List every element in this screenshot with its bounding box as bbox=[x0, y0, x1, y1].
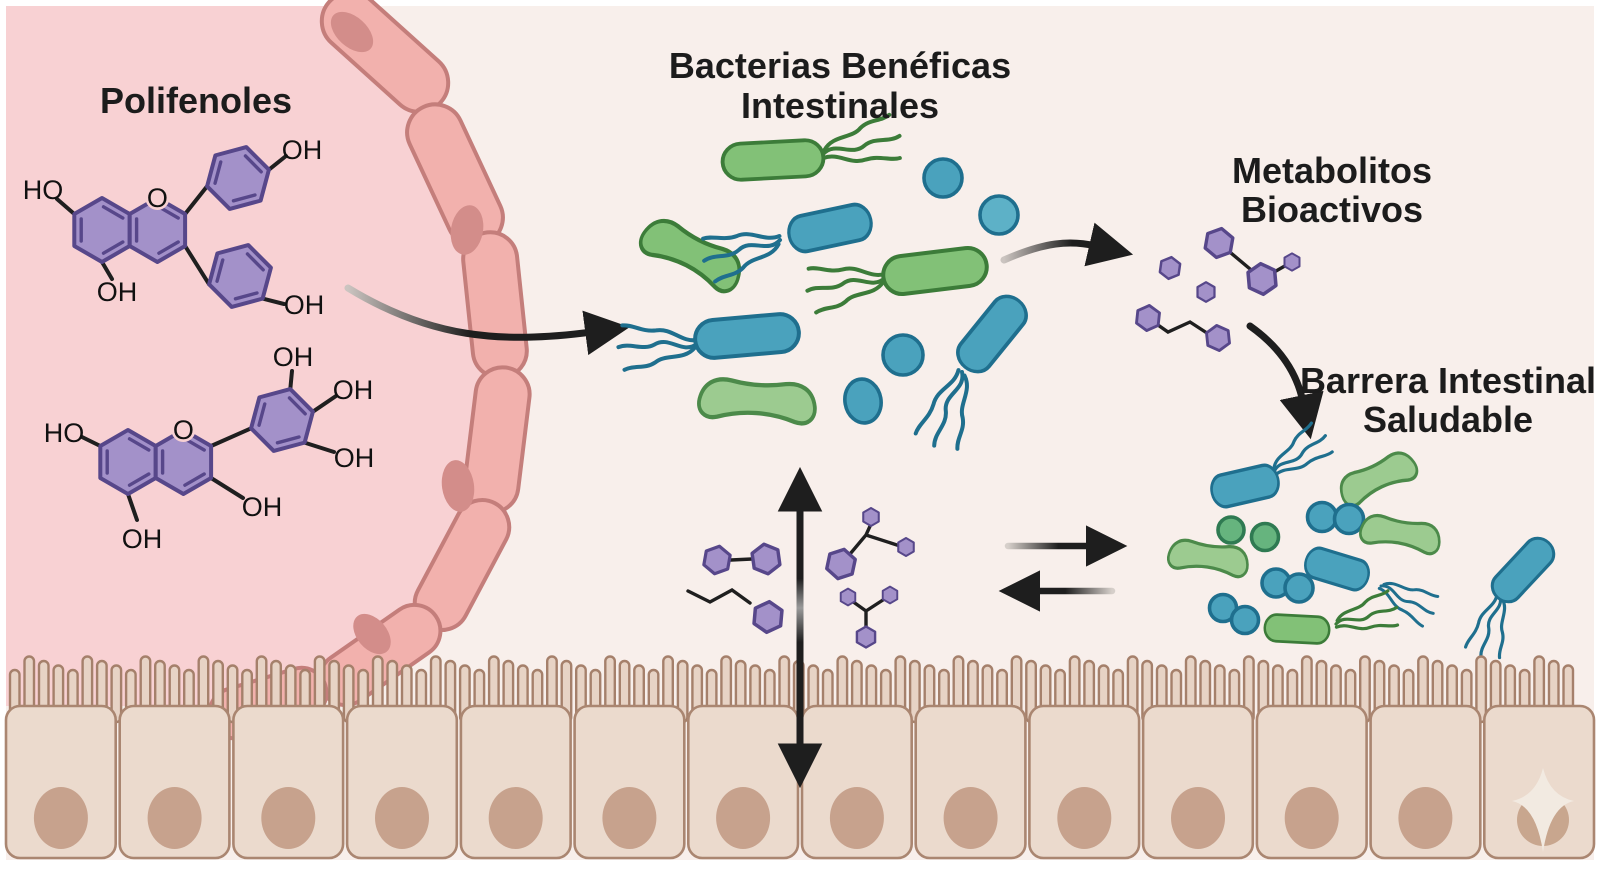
anthocyanidin-structure: O OH OH HO OH OH OH bbox=[44, 342, 375, 554]
flow-arrows bbox=[344, 222, 1324, 612]
hydroxyl-label: OH bbox=[333, 375, 374, 405]
green-rod-bacterium bbox=[1264, 614, 1330, 644]
pink-cell-nucleus bbox=[330, 11, 374, 53]
hydroxyl-label: OH bbox=[282, 135, 323, 165]
epithelial-cell-nucleus bbox=[1284, 787, 1339, 849]
hydroxyl-label: OH bbox=[122, 524, 163, 554]
sparkle-leaf-icon bbox=[1512, 768, 1574, 852]
hydroxyl-label: OH bbox=[284, 290, 325, 320]
arrow-polyphenols-to-bacteria bbox=[344, 284, 630, 356]
epithelial-cell bbox=[4, 704, 117, 860]
benzene-ring bbox=[72, 196, 132, 264]
green-coccus-bacterium bbox=[1216, 515, 1246, 545]
blue-diplococcus-bacterium bbox=[1305, 500, 1339, 534]
blue-diplococcus-bacterium bbox=[1229, 604, 1261, 636]
epithelial-cell-nucleus bbox=[375, 787, 429, 849]
epithelial-cell bbox=[232, 704, 345, 860]
metabolite-hexagon bbox=[897, 537, 915, 557]
epithelial-cell-nucleus bbox=[716, 787, 771, 849]
epithelial-cell-nucleus bbox=[488, 787, 543, 849]
bioactive-metabolites-cluster bbox=[1134, 224, 1301, 354]
epithelial-cell bbox=[118, 704, 231, 860]
bioactive-metabolites-title-line1: Metabolitos bbox=[1232, 150, 1432, 191]
epithelial-cell-nucleus bbox=[1057, 787, 1112, 849]
benzene-ring bbox=[98, 428, 158, 496]
epithelial-cell-nucleus bbox=[33, 787, 88, 849]
epithelial-cell-nucleus bbox=[829, 787, 884, 849]
arrow-bacteria-to-metabolites bbox=[1000, 222, 1134, 267]
healthy-barrier-title-line1: Barrera Intestinal bbox=[1300, 360, 1596, 401]
metabolite-hexagon bbox=[881, 585, 899, 605]
green-rod-bacterium bbox=[721, 139, 825, 181]
healthy-barrier-bacteria-cluster bbox=[1166, 420, 1560, 664]
blue-coccus-bacterium bbox=[922, 157, 964, 199]
flavonoid-structure: O HO OH OH OH bbox=[23, 135, 325, 320]
ring-oxygen-gap bbox=[145, 186, 170, 210]
epithelial-cell-nucleus bbox=[943, 787, 998, 849]
metabolite-hexagon bbox=[1283, 252, 1301, 272]
healthy-barrier-title-line2: Saludable bbox=[1363, 399, 1533, 440]
epithelial-cell-nucleus bbox=[602, 787, 657, 849]
epithelial-cell bbox=[1141, 704, 1255, 860]
hydroxyl-label: OH bbox=[273, 342, 314, 372]
metabolite-hexagon bbox=[855, 625, 877, 649]
blue-coccus-bacterium bbox=[881, 333, 925, 377]
pink-cell-nucleus bbox=[353, 613, 391, 655]
ring-oxygen-gap bbox=[171, 418, 196, 442]
beneficial-bacteria-title-line1: Bacterias Benéficas bbox=[669, 45, 1011, 86]
green-coccus-bacterium bbox=[1249, 521, 1281, 553]
hydroxyl-label: HO bbox=[44, 418, 85, 448]
arrow-metabolites-to-barrier bbox=[1246, 322, 1324, 440]
pink-cell-chain bbox=[207, 0, 532, 741]
metabolite-hexagon bbox=[862, 507, 880, 527]
pink-cell-nucleus bbox=[450, 205, 484, 255]
epithelial-cell-nucleus bbox=[261, 787, 316, 849]
epithelial-cell bbox=[345, 704, 459, 860]
hydroxyl-label: OH bbox=[242, 492, 283, 522]
blue-rod-bacterium bbox=[693, 312, 801, 360]
epithelial-cell-nucleus bbox=[1171, 787, 1225, 849]
epithelial-cell bbox=[1255, 704, 1368, 860]
pink-cell-nucleus bbox=[441, 460, 475, 512]
hydroxyl-label: OH bbox=[334, 443, 375, 473]
metabolite-hexagon bbox=[839, 587, 857, 607]
luminal-metabolites-cluster bbox=[686, 507, 915, 649]
beneficial-bacteria-title-line2: Intestinales bbox=[741, 85, 939, 126]
epithelial-cell-nucleus bbox=[1398, 787, 1453, 849]
epithelial-cell-nucleus bbox=[147, 787, 202, 849]
bioactive-metabolites-title-line2: Bioactivos bbox=[1241, 189, 1423, 230]
epithelial-cell bbox=[1369, 704, 1482, 860]
epithelial-cell bbox=[914, 704, 1027, 860]
gut-epithelium bbox=[4, 655, 1596, 860]
epithelial-cell bbox=[573, 704, 686, 860]
intestinal-lumen bbox=[6, 6, 504, 706]
ring-oxygen-label: O bbox=[173, 415, 194, 445]
blue-diplococcus-bacterium bbox=[1332, 502, 1366, 536]
epithelial-cell bbox=[1028, 704, 1141, 860]
metabolite-hexagon bbox=[1196, 281, 1216, 303]
ring-oxygen-label: O bbox=[147, 183, 168, 213]
hydroxyl-label: HO bbox=[23, 175, 64, 205]
polyphenols-title: Polifenoles bbox=[100, 80, 292, 121]
blue-diplococcus-bacterium bbox=[1283, 572, 1315, 604]
hydroxyl-label: OH bbox=[97, 277, 138, 307]
epithelial-cell bbox=[459, 704, 572, 860]
blue-coccus-bacterium bbox=[978, 194, 1020, 236]
